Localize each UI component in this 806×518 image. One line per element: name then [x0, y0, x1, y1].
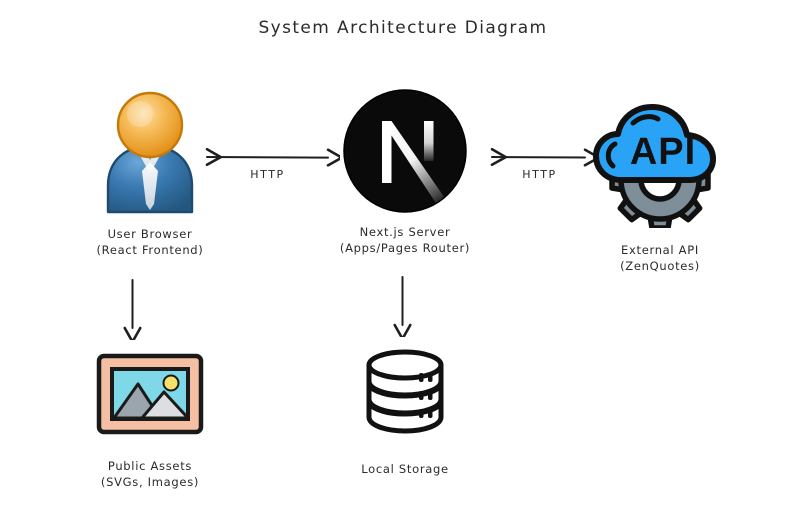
nextjs-logo-icon [342, 88, 468, 216]
node-local-storage[interactable]: Local Storage [300, 345, 510, 477]
page-title: System Architecture Diagram [258, 18, 548, 38]
node-label-local-storage: Local Storage [361, 462, 449, 476]
user-avatar-icon [96, 88, 204, 216]
node-label-nextjs-server: Next.js Server (Apps/Pages Router) [339, 225, 471, 255]
edge-server-storage [375, 275, 435, 337]
node-public-assets[interactable]: Public Assets (SVGs, Images) [45, 350, 255, 490]
node-user-browser[interactable]: User Browser (React Frontend) [45, 88, 255, 258]
database-cylinder-icon [353, 345, 457, 445]
node-external-api[interactable]: API External API (ZenQuotes) [555, 88, 765, 274]
svg-text:API: API [630, 131, 696, 173]
node-label-public-assets: Public Assets (SVGs, Images) [100, 459, 200, 489]
edge-label-browser-server: HTTP [250, 168, 285, 181]
edge-browser-server [195, 140, 340, 174]
node-nextjs-server[interactable]: Next.js Server (Apps/Pages Router) [300, 88, 510, 256]
image-picture-icon [94, 350, 206, 440]
node-label-user-browser: User Browser (React Frontend) [96, 227, 204, 257]
edge-browser-assets [105, 278, 165, 340]
edge-server-api [482, 140, 597, 174]
node-label-external-api: External API (ZenQuotes) [620, 243, 700, 273]
api-cloud-gear-icon: API [585, 88, 735, 231]
edge-label-server-api: HTTP [522, 168, 557, 181]
